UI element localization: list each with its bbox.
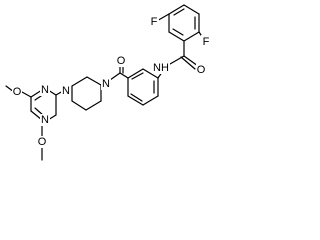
pyrimidine-ring [30,89,57,121]
amide-nh-label: NH [153,62,169,74]
piperazine-ring [71,76,102,111]
anilide-ring [127,68,159,106]
methoxy-oxygen-bottom-label: O [38,136,47,148]
fluorine-top-label: F [151,16,158,28]
molecule-canvas: F F NH O O N N N N O O [5,4,211,161]
pyrimidine-n-top-label: N [41,84,49,96]
methoxy-bonds [5,85,43,161]
ketone-oxygen-label: O [117,55,126,67]
atom-labels: F F NH O O N N N N O O [12,15,211,148]
fluorine-right-label: F [203,36,210,48]
difluorobenzoyl-bonds [154,13,206,70]
molecule-structure: F F NH O O N N N N O O [5,4,211,161]
amide-oxygen-label: O [197,64,206,76]
piperazine-n-left-label: N [62,85,70,97]
difluorophenyl-ring [168,4,200,42]
piperazine-n-right-label: N [102,78,110,90]
pyrimidine-n-bottom-label: N [41,114,49,126]
methoxy-oxygen-left-label: O [13,86,22,98]
